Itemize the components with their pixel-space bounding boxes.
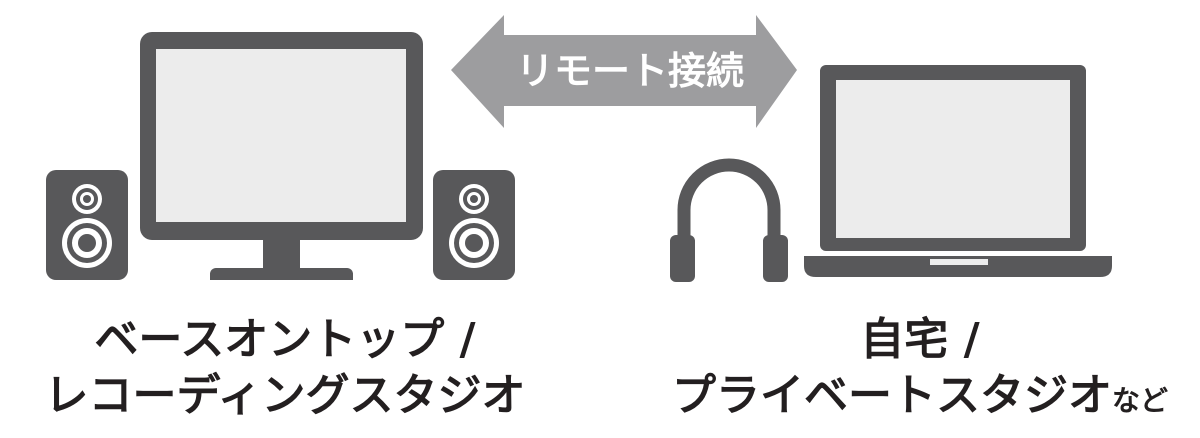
- left-caption-line2: レコーディングスタジオ: [44, 370, 526, 421]
- speaker-icon-left: [46, 170, 128, 280]
- right-caption-line2-suffix: など: [1111, 384, 1168, 417]
- right-caption: 自宅 / プライベートスタジオなど: [640, 312, 1200, 429]
- laptop-icon: [804, 65, 1112, 277]
- right-caption-line2: プライベートスタジオなど: [640, 368, 1200, 429]
- headphones-icon: [670, 158, 788, 282]
- illustration: リモート接続: [46, 15, 1112, 282]
- left-caption: ベースオントップ / レコーディングスタジオ: [0, 312, 570, 424]
- left-caption-line1: ベースオントップ /: [94, 314, 476, 365]
- speaker-icon-right: [433, 170, 515, 280]
- double-arrow-icon: リモート接続: [451, 15, 797, 128]
- monitor-icon: [140, 32, 423, 280]
- right-caption-line2-main: プライベートスタジオ: [671, 370, 1112, 421]
- arrow-label: リモート接続: [516, 49, 744, 93]
- right-caption-line1: 自宅 /: [860, 314, 980, 365]
